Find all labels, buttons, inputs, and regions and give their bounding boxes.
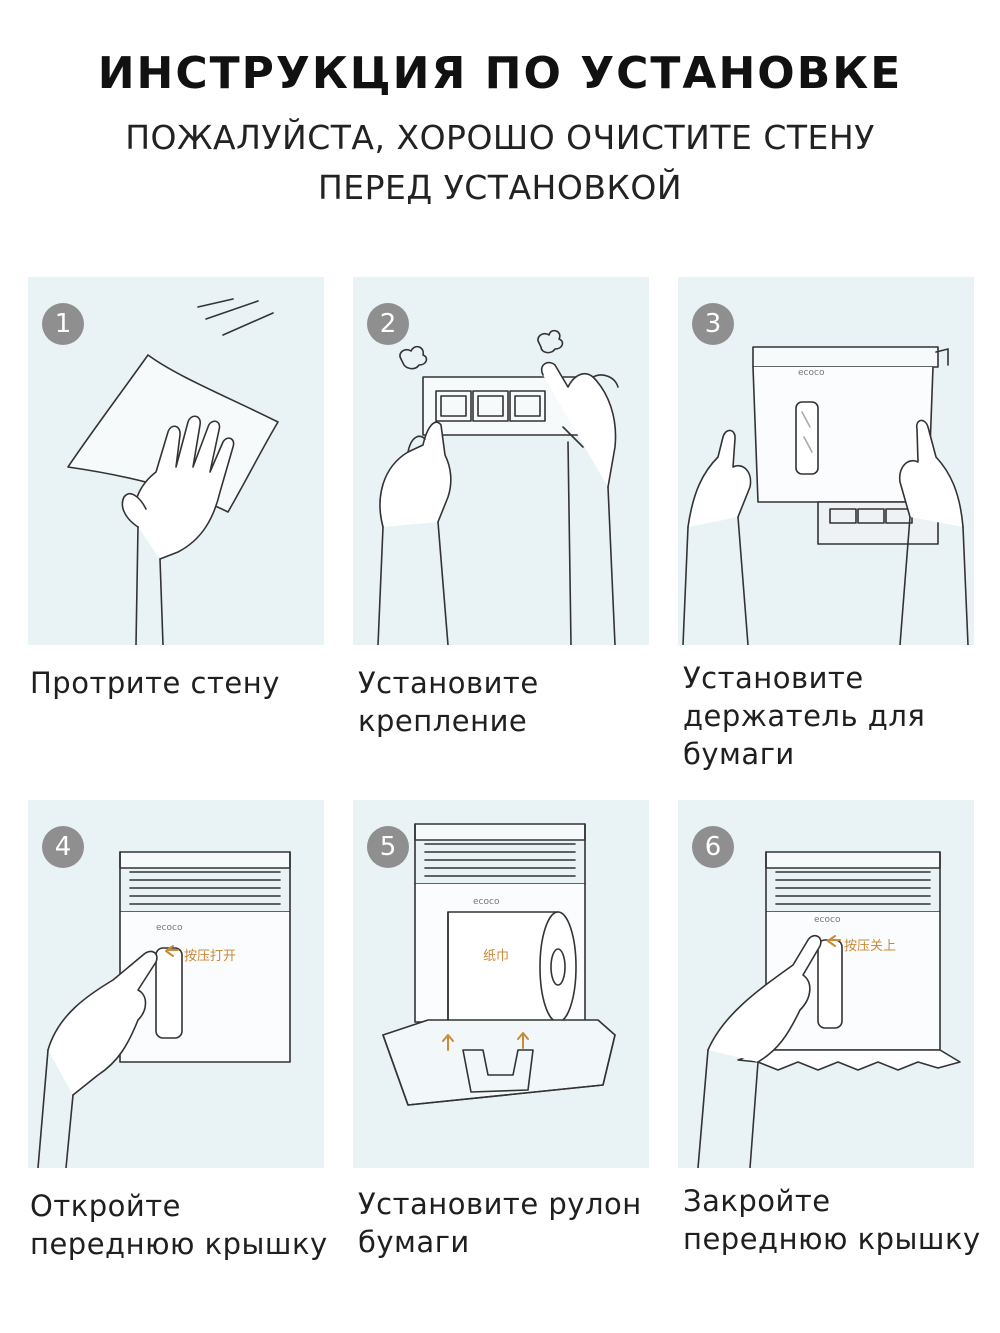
step-6-caption: Закройте переднюю крышку (683, 1184, 981, 1256)
step-5-tissue-label: 纸巾 (483, 949, 509, 964)
step-4-number-badge: 4 (42, 826, 84, 868)
close-front-cover-illustration: ecoco 按压关上 (697, 851, 961, 1168)
brand-logo: ecoco (473, 897, 500, 907)
brand-logo: ecoco (798, 368, 825, 378)
insert-paper-roll-illustration: ecoco 纸巾 (382, 823, 616, 1106)
step-5-caption: Установите рулон бумаги (358, 1187, 642, 1259)
page-subtitle-line-1: ПОЖАЛУЙСТА, ХОРОШО ОЧИСТИТЕ СТЕНУ (125, 118, 875, 157)
step-5-number-badge: 5 (367, 826, 409, 868)
step-3-caption: Установите держатель для бумаги (683, 661, 926, 771)
wipe-wall-illustration (67, 298, 279, 645)
brand-logo: ecoco (814, 915, 841, 925)
step-3-number-badge: 3 (692, 303, 734, 345)
step-3-panel: ecoco 3 (678, 277, 974, 645)
step-2-number-badge: 2 (367, 303, 409, 345)
step-4-panel: ecoco 按压打开 4 (28, 800, 324, 1168)
page-title: ИНСТРУКЦИЯ ПО УСТАНОВКЕ (97, 48, 903, 99)
step-1-caption: Протрите стену (30, 666, 280, 700)
step-2-panel: 2 (353, 277, 649, 645)
step-1-number-badge: 1 (42, 303, 84, 345)
step-5-panel: ecoco 纸巾 5 (353, 800, 649, 1168)
brand-logo: ecoco (156, 923, 183, 933)
open-front-cover-illustration: ecoco 按压打开 (37, 851, 291, 1168)
step-1-panel: 1 (28, 277, 324, 645)
step-6-panel: ecoco 按压关上 6 (678, 800, 974, 1168)
page-subtitle-line-2: ПЕРЕД УСТАНОВКОЙ (317, 168, 683, 207)
step-4-caption: Откройте переднюю крышку (30, 1189, 328, 1261)
install-mount-illustration (377, 329, 619, 645)
step-6-number-badge: 6 (692, 826, 734, 868)
attach-holder-illustration: ecoco (682, 346, 969, 645)
step-2-caption: Установите крепление (358, 666, 539, 738)
step-6-press-close-label: 按压关上 (844, 939, 896, 954)
step-4-press-open-label: 按压打开 (184, 949, 236, 964)
